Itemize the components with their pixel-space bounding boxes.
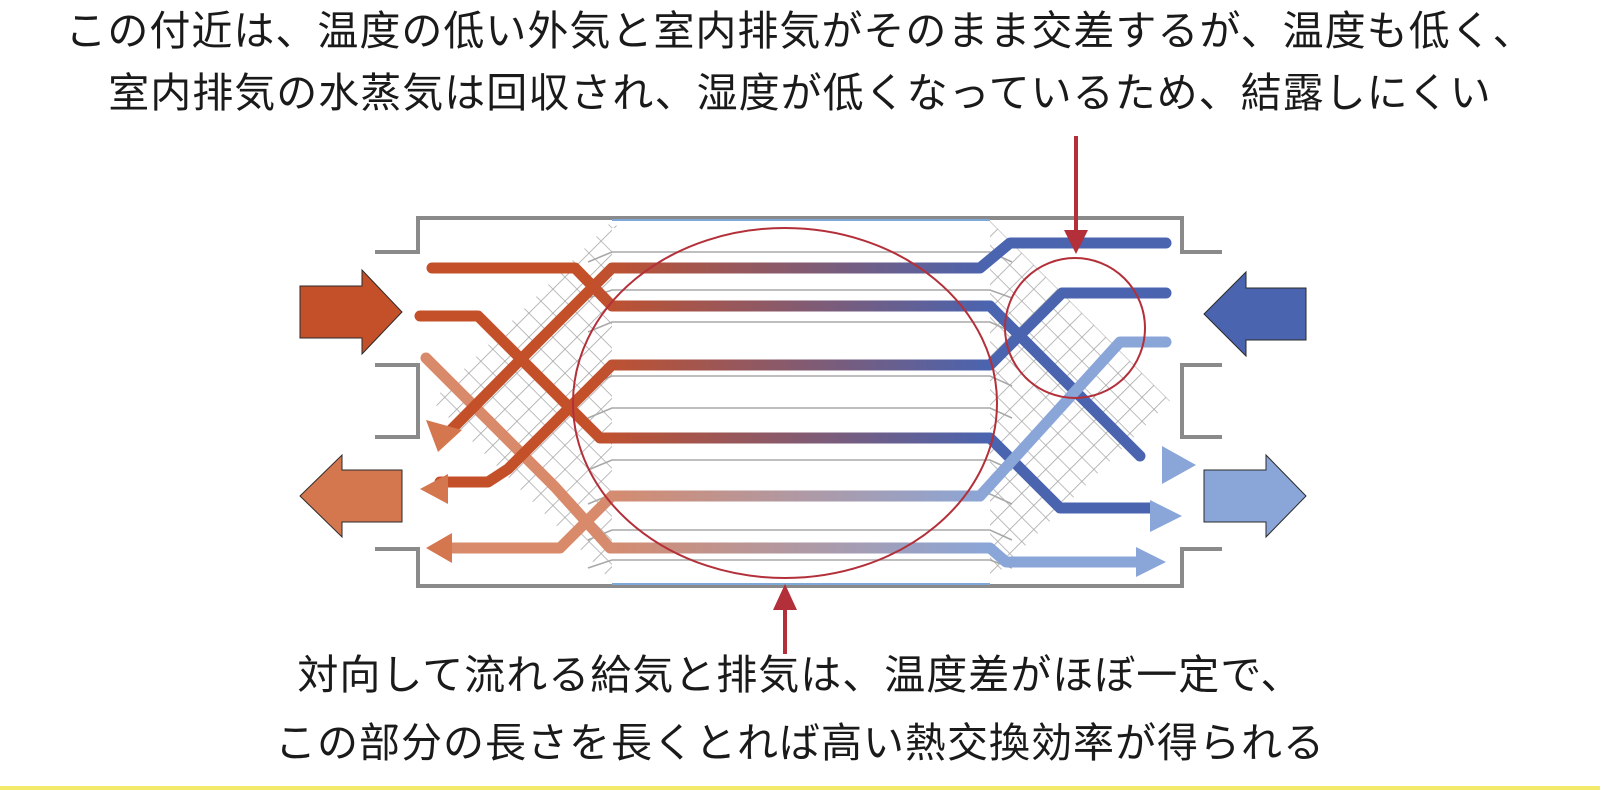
warm-flow-bottom: [420, 352, 1141, 568]
cool-outdoor-inlet-arrow: [1203, 270, 1307, 358]
bottom-caption: 対向して流れる給気と排気は、温度差がほぼ一定で、 この部分の長さを長くとれば高い…: [0, 644, 1600, 774]
counterflow-core: [612, 228, 990, 582]
cool-flow-bottom: [439, 336, 1172, 554]
crossflow-highlight-circle: [1004, 257, 1146, 399]
top-caption-line-2: 室内排気の水蒸気は回収され、湿度が低くなっているため、結露しにくい: [108, 69, 1492, 117]
warm-flow-middle: [414, 310, 1156, 514]
cool-flow-top: [439, 237, 1172, 442]
bottom-caption-line-2: この部分の長さを長くとれば高い熱交換効率が得られる: [275, 719, 1325, 767]
counterflow-highlight-ellipse: [572, 227, 998, 579]
warm-exhaust-outlet-arrow: [299, 453, 403, 539]
top-caption-line-1: この付近は、温度の低い外気と室内排気がそのまま交差するが、温度も低く、: [65, 7, 1535, 55]
cool-exhaust-flows: [434, 237, 1172, 554]
bottom-caption-line-1: 対向して流れる給気と排気は、温度差がほぼ一定で、: [297, 651, 1303, 699]
cool-supply-outlet-arrow: [1203, 453, 1307, 539]
flow-arrowheads: [420, 420, 1196, 577]
housing: [375, 216, 1222, 588]
cool-flow-middle: [434, 287, 1172, 488]
warm-supply-inlet-arrow: [299, 268, 403, 356]
top-annotation-pointer: [1064, 136, 1088, 254]
bottom-strip: [0, 786, 1600, 790]
top-caption: この付近は、温度の低い外気と室内排気がそのまま交差するが、温度も低く、 室内排気…: [0, 0, 1600, 124]
bottom-annotation-pointer: [773, 584, 797, 654]
